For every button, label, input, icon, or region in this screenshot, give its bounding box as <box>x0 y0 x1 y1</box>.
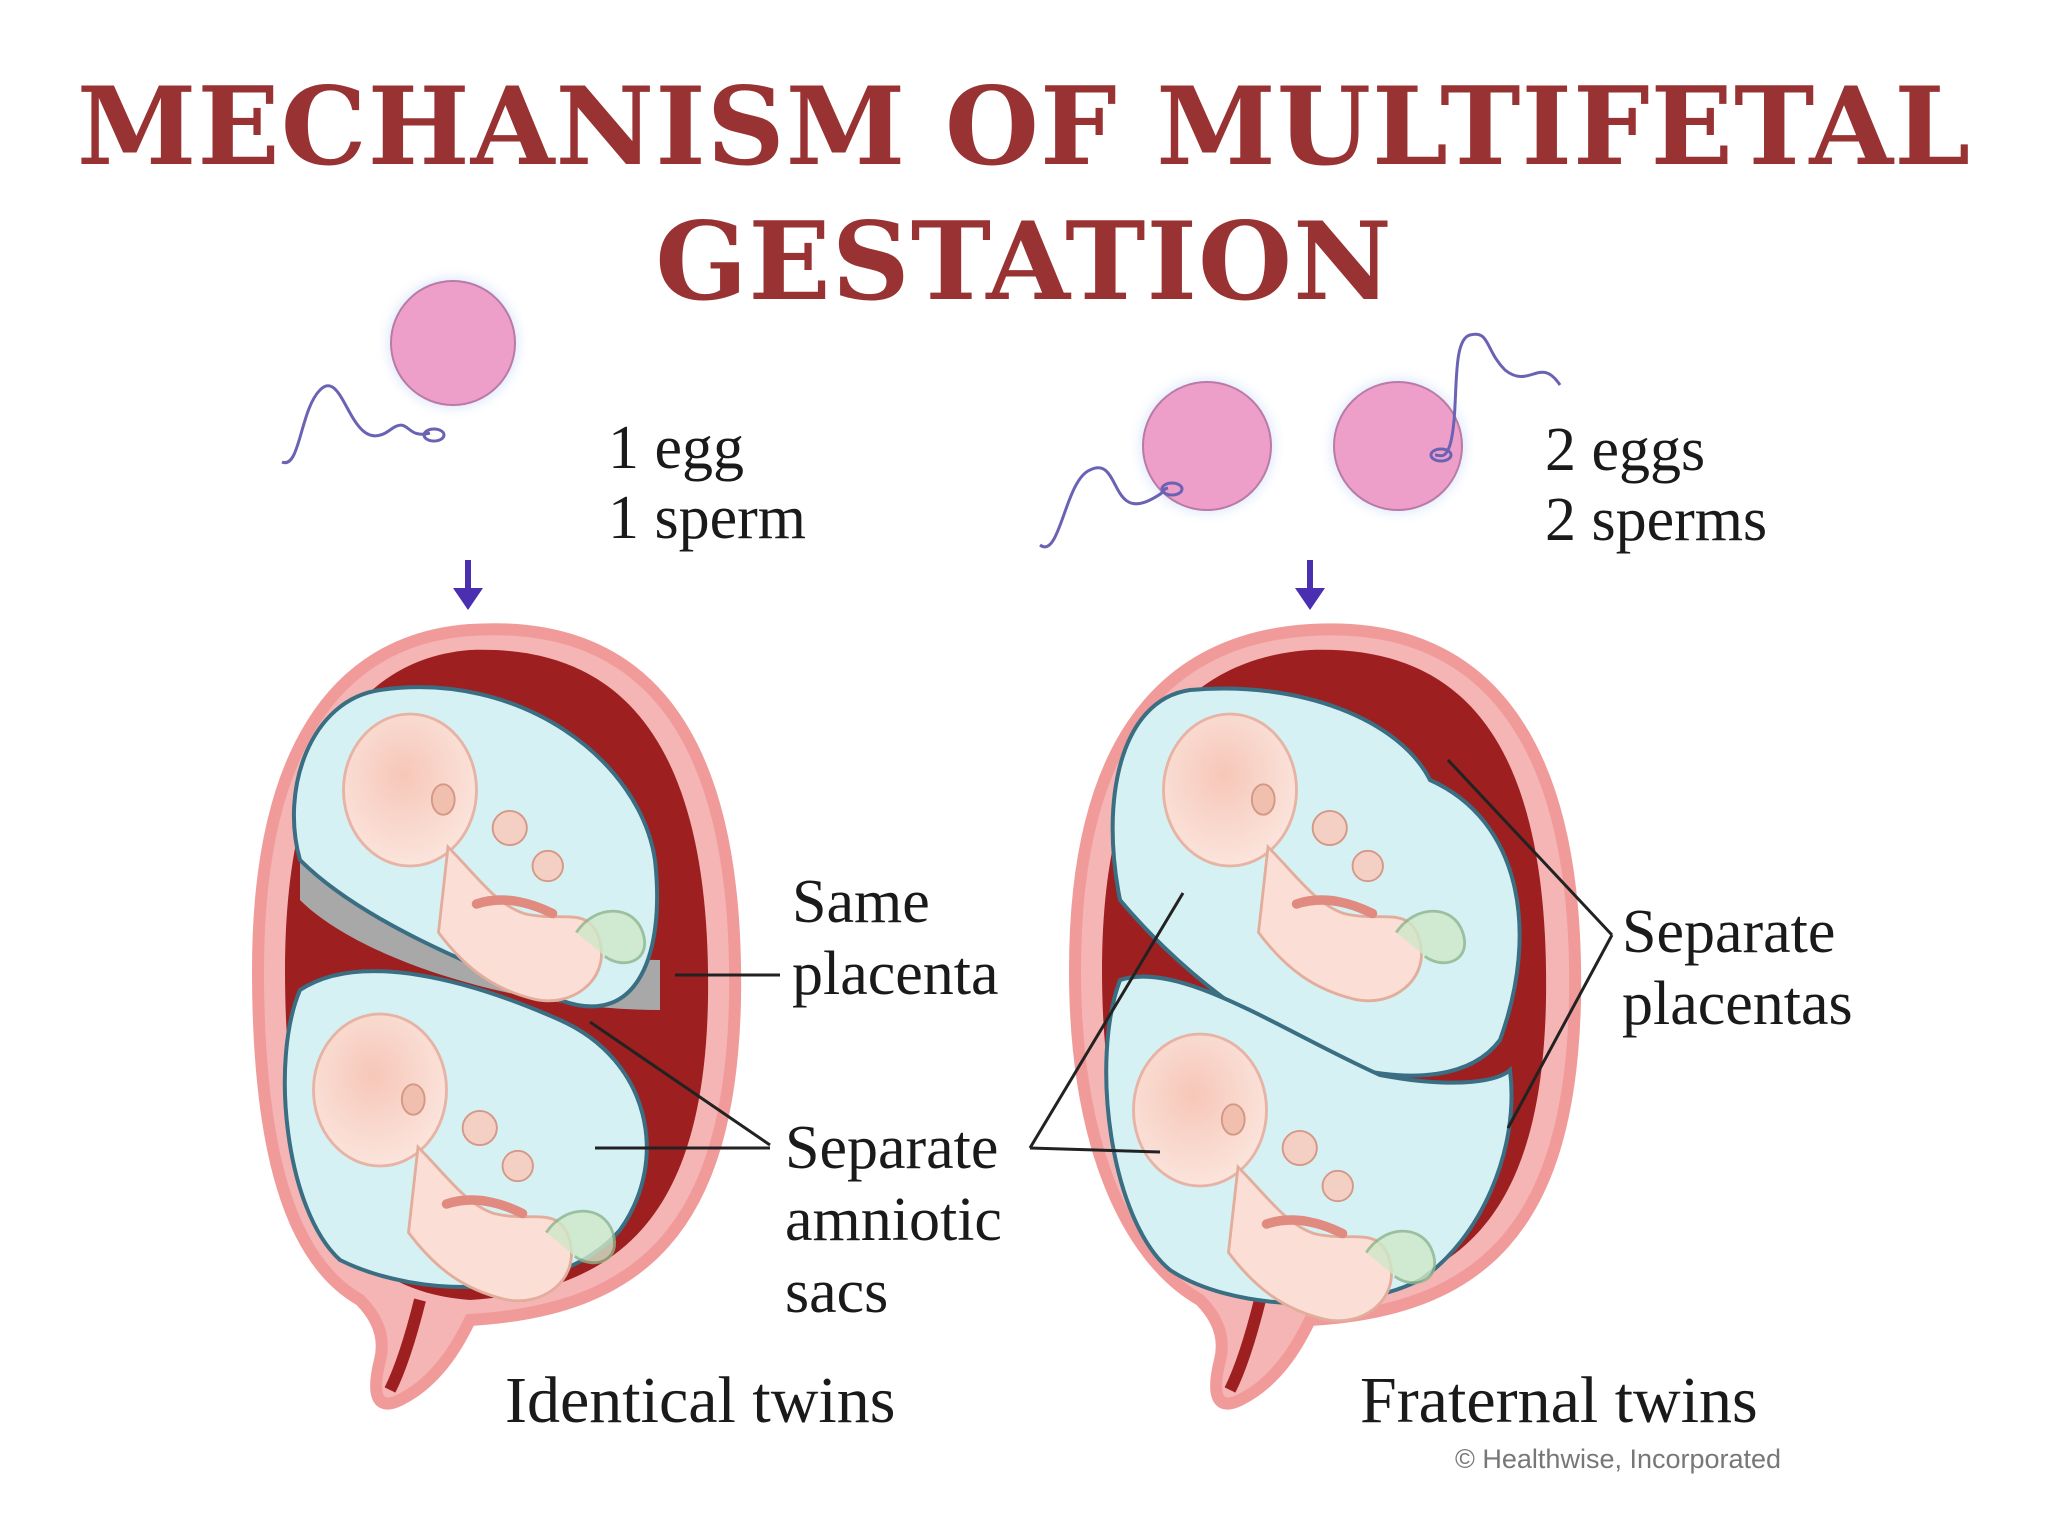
egg-icon <box>390 280 516 406</box>
identical-twins-caption: Identical twins <box>505 1364 895 1437</box>
separate-placentas-label-2: placentas <box>1622 970 1853 1038</box>
egg-icon-1 <box>1142 381 1272 511</box>
same-placenta-label-1: Same <box>792 868 930 936</box>
inputs-line-1: 2 eggs <box>1545 416 1705 484</box>
down-arrow-icon <box>453 560 483 610</box>
sperm-icon <box>281 384 431 465</box>
pointer-sac-lower-fraternal <box>1029 1146 1161 1154</box>
pointer-sac-upper <box>589 1020 771 1147</box>
inputs-line-2: 1 sperm <box>608 484 806 552</box>
title-line-2: GESTATION <box>655 199 1393 325</box>
sperm-icon-1 <box>1039 466 1169 549</box>
same-placenta-label-2: placenta <box>792 940 999 1008</box>
pointer-placenta-lower <box>1506 934 1614 1129</box>
separate-placentas-label-1: Separate <box>1622 898 1835 966</box>
fraternal-twins-panel: 2 eggs 2 sperms Separate placentas Frate… <box>1028 332 1853 1474</box>
pointer-sac-upper-fraternal <box>1028 892 1185 1149</box>
title-line-1: MECHANISM OF MULTIFETAL <box>76 64 1972 190</box>
down-arrow-icon <box>1295 560 1325 610</box>
inputs-line-2: 2 sperms <box>1545 486 1767 554</box>
identical-twins-panel: 1 egg 1 sperm Same placenta Separate amn… <box>251 265 1002 1437</box>
separate-sacs-label-1: Separate <box>785 1114 998 1182</box>
egg-icon-2 <box>1333 381 1463 511</box>
pointer-placenta-upper <box>1446 758 1614 937</box>
page-title: MECHANISM OF MULTIFETAL GESTATION <box>0 60 2048 330</box>
separate-sacs-label-2: amniotic <box>785 1186 1002 1254</box>
separate-sacs-label-3: sacs <box>785 1258 888 1326</box>
credit-text: © Healthwise, Incorporated <box>1455 1444 1781 1474</box>
inputs-line-1: 1 egg <box>608 414 744 482</box>
fraternal-twins-caption: Fraternal twins <box>1360 1364 1758 1437</box>
